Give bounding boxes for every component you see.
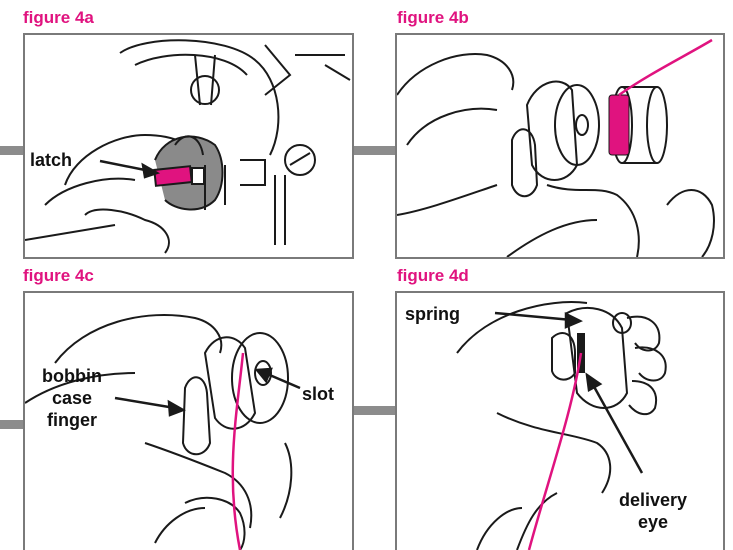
connector-middle-top (353, 146, 395, 155)
figure-4d-title: figure 4d (397, 266, 469, 286)
bobbin-case-finger-label: bobbin case finger (29, 365, 115, 431)
figure-4d-panel: spring delivery eye (395, 291, 725, 550)
figure-4a-illustration (25, 35, 352, 257)
delivery-eye-label: delivery eye (603, 489, 703, 533)
finger-label-line-2: case (29, 387, 115, 409)
figure-4b-title: figure 4b (397, 8, 469, 28)
delivery-label-line-2: eye (603, 511, 703, 533)
connector-left-bottom (0, 420, 23, 429)
figure-4b-panel (395, 33, 725, 259)
finger-label-line-1: bobbin (29, 365, 115, 387)
connector-middle-bottom (353, 406, 395, 415)
connector-left-top (0, 146, 23, 155)
latch-label: latch (30, 149, 72, 171)
figure-4a-panel: latch (23, 33, 354, 259)
delivery-label-line-1: delivery (603, 489, 703, 511)
finger-label-line-3: finger (29, 409, 115, 431)
figure-4c-title: figure 4c (23, 266, 94, 286)
figure-4b-illustration (397, 35, 723, 257)
slot-label: slot (302, 383, 334, 405)
spring-label: spring (405, 303, 460, 325)
figure-4c-panel: bobbin case finger slot (23, 291, 354, 550)
figure-4a-title: figure 4a (23, 8, 94, 28)
